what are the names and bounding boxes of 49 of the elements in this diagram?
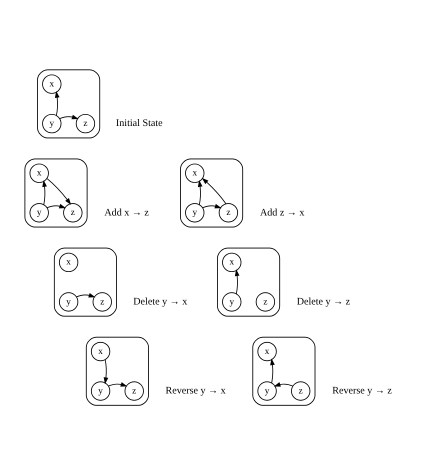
node-circle: y (42, 114, 62, 134)
node-label: Reverse y → x (166, 386, 226, 397)
node-circle: y (30, 203, 49, 222)
cluster (54, 248, 117, 317)
node-circle: x (257, 342, 277, 362)
arrow (59, 114, 79, 120)
node-circle: x (185, 164, 204, 183)
node-circle: x (42, 74, 62, 94)
node-circle: z (76, 114, 96, 134)
node-circle: z (218, 203, 238, 222)
node-circle: z (124, 381, 144, 401)
node-label: Add x → z (104, 207, 149, 218)
arrow (202, 178, 226, 204)
node-label: Initial State (116, 118, 163, 130)
arrow (104, 359, 108, 384)
arrow (202, 204, 222, 208)
node-circle: y (90, 381, 110, 401)
arrow (76, 293, 96, 298)
node-circle: x (90, 342, 110, 362)
cluster (86, 336, 149, 406)
arrow (274, 382, 294, 387)
node-circle: y (222, 292, 242, 312)
cluster (180, 158, 244, 228)
node-label: Add z → x (260, 207, 304, 218)
arrow (234, 269, 240, 294)
cluster (37, 69, 100, 138)
node-circle: x (58, 252, 78, 272)
arrow (46, 178, 72, 205)
node-circle: x (30, 164, 49, 183)
node-label: Delete y → x (133, 296, 188, 308)
cluster (252, 336, 316, 406)
cluster (24, 158, 88, 228)
node-circle: z (63, 203, 82, 222)
node-circle: z (291, 381, 310, 401)
node-circle: z (92, 292, 112, 312)
node-circle: y (58, 292, 78, 312)
node-label: Reverse y → z (332, 386, 392, 397)
arrow (270, 358, 275, 384)
arrow (54, 91, 60, 116)
arrow (198, 180, 202, 206)
node-label: Delete y → z (296, 296, 350, 308)
arrow (42, 180, 47, 206)
arrow (108, 382, 128, 387)
arrow (46, 204, 66, 208)
node-circle: y (257, 381, 277, 401)
cluster (217, 248, 280, 317)
node-circle: x (222, 252, 242, 272)
node-circle: z (256, 292, 276, 312)
node-circle: y (185, 203, 204, 222)
